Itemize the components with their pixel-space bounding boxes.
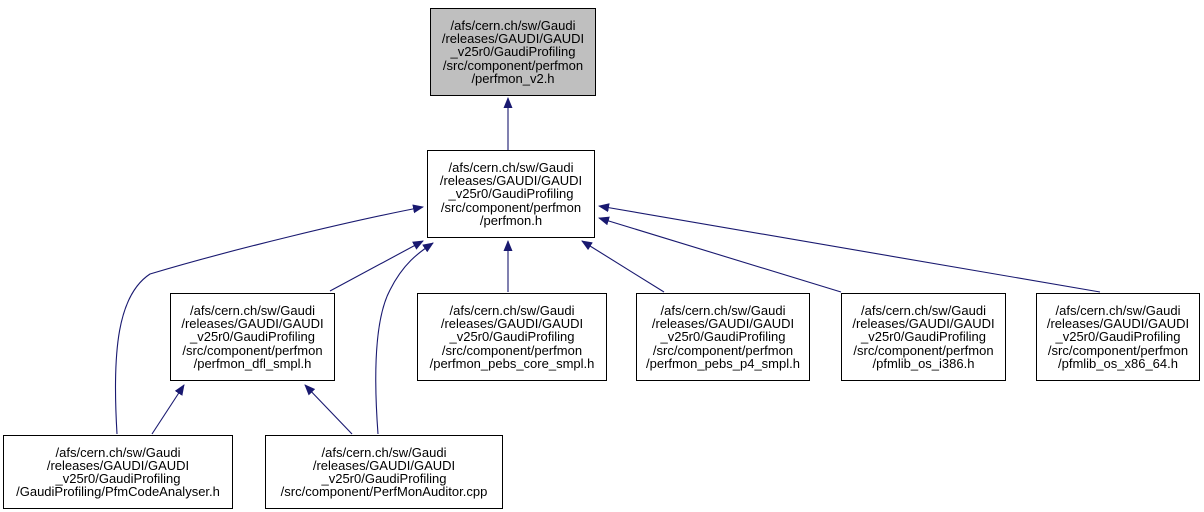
node-label-line: /src/component/perfmon xyxy=(652,342,794,358)
node-label-line: /afs/cern.ch/sw/Gaudi xyxy=(861,302,986,318)
node-pfmlib-os-x86-64-h[interactable]: /afs/cern.ch/sw/Gaudi /releases/GAUDI/GA… xyxy=(1036,293,1200,381)
node-label-line: _v25r0/GaudiProfiling xyxy=(860,329,987,345)
node-label-line: /releases/GAUDI/GAUDI xyxy=(852,316,995,332)
node-label-line: /perfmon_pebs_p4_smpl.h xyxy=(646,355,800,371)
node-label-line: /src/component/perfmon xyxy=(853,342,994,358)
node-label-line: /releases/GAUDI/GAUDI xyxy=(1046,316,1190,332)
edge-pfmlib-os-x86-64-h-to-perfmon-h xyxy=(598,203,1101,293)
edge-perfmonauditor-cpp-to-perfmon-h xyxy=(375,242,434,435)
node-label-line: _v25r0/GaudiProfiling xyxy=(321,471,447,486)
edge-perfmonauditor-cpp-to-perfmon-dfl-smpl-h xyxy=(304,384,353,435)
edge-perfmon-pebs-p4-smpl-h-to-perfmon-h xyxy=(581,240,665,293)
node-label-line: _v25r0/GaudiProfiling xyxy=(189,329,316,345)
node-perfmon-h[interactable]: /afs/cern.ch/sw/Gaudi /releases/GAUDI/GA… xyxy=(427,150,595,238)
node-label-line: /perfmon.h xyxy=(479,212,543,228)
node-label-line: /afs/cern.ch/sw/Gaudi xyxy=(660,302,786,318)
node-perfmon-pebs-core-smpl-h[interactable]: /afs/cern.ch/sw/Gaudi /releases/GAUDI/GA… xyxy=(417,293,607,381)
node-label-line: /afs/cern.ch/sw/Gaudi xyxy=(449,302,575,318)
edge-pfmcodeanalyser-h-to-perfmon-h xyxy=(114,204,424,435)
node-perfmon-v2-h[interactable]: /afs/cern.ch/sw/Gaudi /releases/GAUDI/GA… xyxy=(430,8,596,96)
node-label-line: /afs/cern.ch/sw/Gaudi xyxy=(1055,302,1181,318)
node-label-line: /GaudiProfiling/PfmCodeAnalyser.h xyxy=(16,484,220,500)
node-label-line: /perfmon_pebs_core_smpl.h xyxy=(429,355,595,371)
node-label-line: _v25r0/GaudiProfiling xyxy=(448,186,574,202)
node-label-line: /afs/cern.ch/sw/Gaudi xyxy=(190,302,315,318)
node-label-line: /src/component/perfmon xyxy=(1047,342,1189,358)
node-label-line: /src/component/perfmon xyxy=(441,342,583,358)
edge-pfmcodeanalyser-h-to-perfmon-dfl-smpl-h xyxy=(151,384,185,435)
node-label-line: /perfmon_dfl_smpl.h xyxy=(193,355,312,371)
node-label-line: /src/component/perfmon xyxy=(440,199,582,215)
node-label-line: /releases/GAUDI/GAUDI xyxy=(651,316,795,332)
node-label-line: /releases/GAUDI/GAUDI xyxy=(312,457,456,473)
node-label-line: /releases/GAUDI/GAUDI xyxy=(440,316,584,332)
node-label-line: _v25r0/GaudiProfiling xyxy=(450,44,576,60)
node-label-line: /afs/cern.ch/sw/Gaudi xyxy=(448,159,574,175)
node-label-line: /afs/cern.ch/sw/Gaudi xyxy=(55,444,181,460)
node-label-line: /releases/GAUDI/GAUDI xyxy=(441,31,585,47)
node-label-line: /afs/cern.ch/sw/Gaudi xyxy=(450,17,576,33)
node-label-line: /src/component/perfmon xyxy=(182,342,323,358)
node-label-line: _v25r0/GaudiProfiling xyxy=(660,329,786,345)
edge-pfmlib-os-i386-h-to-perfmon-h xyxy=(598,216,842,293)
node-label-line: _v25r0/GaudiProfiling xyxy=(55,471,181,486)
node-label-line: _v25r0/GaudiProfiling xyxy=(1055,329,1181,345)
node-label-line: /releases/GAUDI/GAUDI xyxy=(439,173,583,189)
node-perfmon-pebs-p4-smpl-h[interactable]: /afs/cern.ch/sw/Gaudi /releases/GAUDI/GA… xyxy=(636,293,810,381)
node-label-line: /releases/GAUDI/GAUDI xyxy=(181,316,324,332)
edge-perfmon-dfl-smpl-h-to-perfmon-h xyxy=(329,240,424,292)
node-pfmlib-os-i386-h[interactable]: /afs/cern.ch/sw/Gaudi /releases/GAUDI/GA… xyxy=(841,293,1006,381)
node-label-line: /pfmlib_os_i386.h xyxy=(872,355,975,371)
node-label-line: /src/component/perfmon xyxy=(442,57,584,73)
node-perfmonauditor-cpp[interactable]: /afs/cern.ch/sw/Gaudi /releases/GAUDI/GA… xyxy=(265,435,503,509)
node-label-line: /afs/cern.ch/sw/Gaudi xyxy=(321,444,447,460)
node-perfmon-dfl-smpl-h[interactable]: /afs/cern.ch/sw/Gaudi /releases/GAUDI/GA… xyxy=(170,293,335,381)
node-label-line: /perfmon_v2.h xyxy=(471,70,555,86)
node-label-line: /pfmlib_os_x86_64.h xyxy=(1058,355,1178,371)
node-label-line: _v25r0/GaudiProfiling xyxy=(449,329,575,345)
node-pfmcodeanalyser-h[interactable]: /afs/cern.ch/sw/Gaudi /releases/GAUDI/GA… xyxy=(3,435,233,509)
node-label-line: /src/component/PerfMonAuditor.cpp xyxy=(280,484,488,500)
node-label-line: /releases/GAUDI/GAUDI xyxy=(46,457,190,473)
